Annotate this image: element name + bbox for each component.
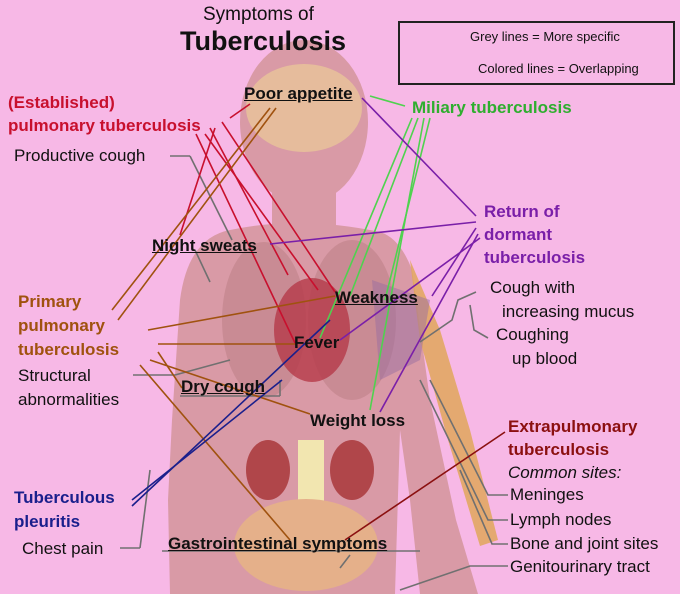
title-line2: Tuberculosis — [180, 26, 347, 56]
established-line2: pulmonary tuberculosis — [8, 116, 201, 135]
productive-cough: Productive cough — [14, 146, 146, 165]
extra-line1: Extrapulmonary — [508, 417, 638, 436]
arm-muscles — [410, 260, 498, 546]
left-kidney — [330, 440, 374, 500]
navy-lines — [131, 319, 331, 507]
intestines — [234, 499, 378, 591]
purple-lines — [269, 97, 481, 413]
pleuritis-line2: pleuritis — [14, 512, 81, 531]
symptom-weakness: Weakness — [335, 288, 418, 307]
red-lines — [179, 103, 336, 346]
site-genitourinary: Genitourinary tract — [510, 557, 650, 576]
primary-line2: pulmonary — [18, 316, 105, 335]
chest-pain: Chest pain — [22, 539, 104, 558]
legend-colored: Colored lines = Overlapping — [478, 61, 639, 76]
cough-mucus-line2: increasing mucus — [502, 302, 635, 321]
legend-grey: Grey lines = More specific — [470, 29, 620, 44]
lymph-vessels — [372, 280, 430, 380]
title-line1: Symptoms of — [203, 4, 314, 25]
cough-mucus-line1: Cough with — [490, 278, 576, 297]
symptom-gastrointestinal: Gastrointestinal symptoms — [168, 534, 388, 553]
maroon-lines — [344, 431, 506, 541]
primary-line1: Primary — [18, 292, 82, 311]
site-meninges: Meninges — [510, 485, 584, 504]
extra-line2: tuberculosis — [508, 440, 610, 459]
spine — [298, 440, 324, 510]
symptom-fever: Fever — [294, 333, 340, 352]
symptom-dry-cough: Dry cough — [181, 377, 266, 396]
structural-line2: abnormalities — [18, 390, 120, 409]
green-lines — [319, 95, 431, 411]
legend: Grey lines = More specific Colored lines… — [398, 21, 675, 85]
site-lymph-nodes: Lymph nodes — [510, 510, 612, 529]
established-line1: (Established) — [8, 93, 115, 112]
symptom-poor-appetite: Poor appetite — [244, 84, 353, 103]
return-line3: tuberculosis — [484, 248, 586, 267]
return-line2: dormant — [484, 225, 552, 244]
primary-line3: tuberculosis — [18, 340, 120, 359]
return-line1: Return of — [484, 202, 560, 221]
coughing-blood-line2: up blood — [512, 349, 578, 368]
common-sites: Common sites: — [508, 463, 622, 482]
structural-line1: Structural — [18, 366, 91, 385]
brain — [246, 64, 362, 152]
symptom-weight-loss: Weight loss — [310, 411, 406, 430]
grey-lines — [120, 155, 508, 591]
site-bone-joint: Bone and joint sites — [510, 534, 659, 553]
coughing-blood-line1: Coughing — [496, 325, 569, 344]
right-kidney — [246, 440, 290, 500]
symptom-night-sweats: Night sweats — [152, 236, 257, 255]
pleuritis-line1: Tuberculous — [14, 488, 115, 507]
miliary-label: Miliary tuberculosis — [412, 98, 572, 117]
brown-lines — [111, 107, 336, 541]
